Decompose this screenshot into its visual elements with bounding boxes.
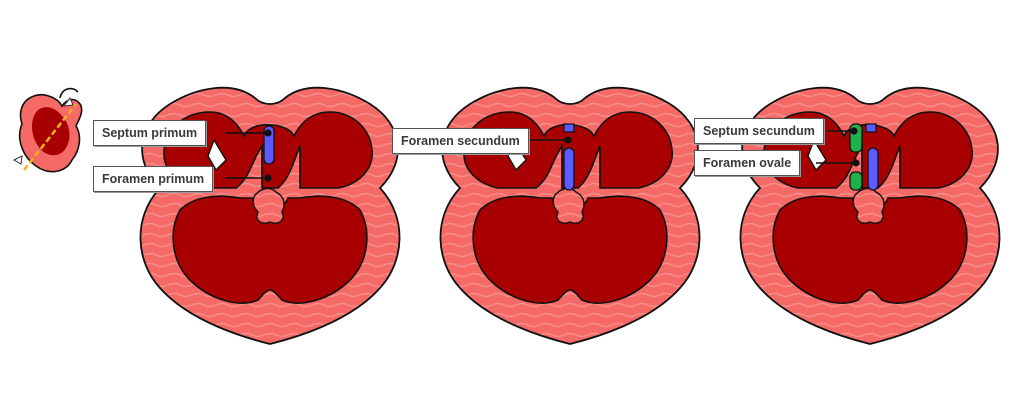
septum-primum-upper	[866, 124, 876, 132]
foramen-ovale-label: Foramen ovale	[694, 150, 800, 176]
septum-secundum-lower	[850, 172, 862, 190]
septum-secundum-label: Septum secundum	[694, 118, 824, 144]
foramen-secundum-label: Foramen secundum	[392, 128, 529, 154]
heart-orientation-icon	[14, 89, 82, 172]
septum-primum-lower	[564, 148, 574, 190]
septum-primum-upper	[564, 124, 574, 132]
septum-primum-label: Septum primum	[93, 120, 206, 146]
arrow-icon	[14, 156, 22, 164]
panel-2-heart	[440, 88, 699, 344]
foramen-primum-label: Foramen primum	[93, 166, 213, 192]
septum-primum-lower	[868, 148, 878, 190]
